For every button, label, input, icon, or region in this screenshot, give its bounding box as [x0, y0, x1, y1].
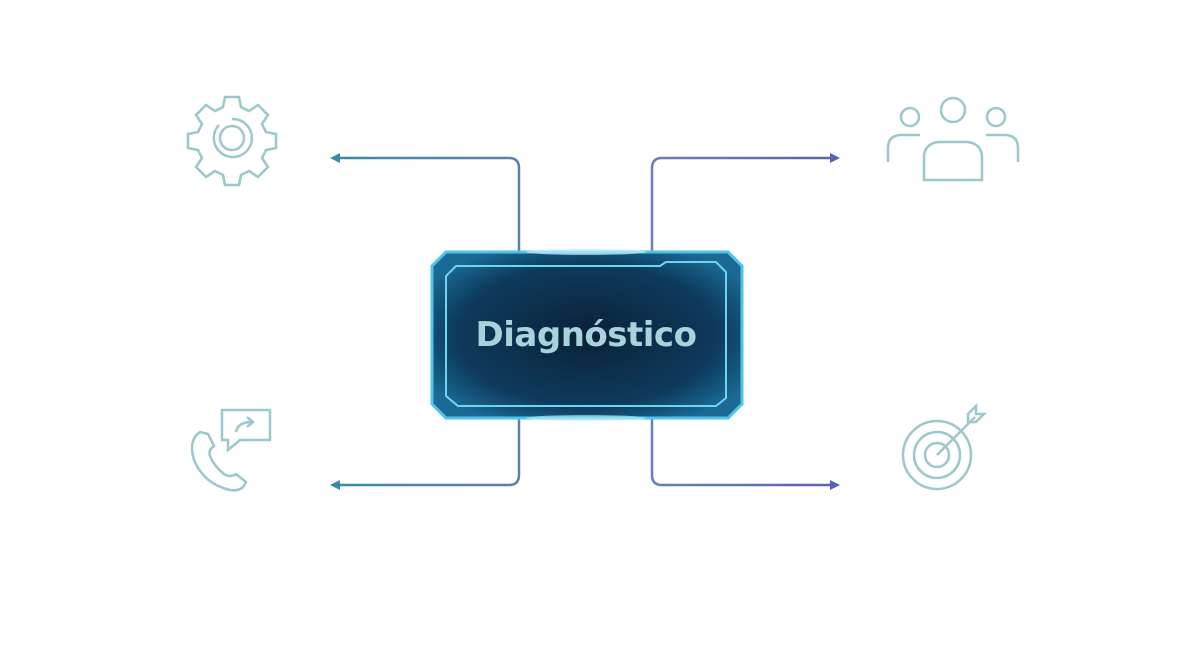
- connector-bottom-left: [330, 418, 521, 490]
- gear-icon: [186, 95, 278, 187]
- center-box: [430, 249, 744, 421]
- connector-bottom-right: [650, 418, 840, 490]
- phone-chat-icon: [190, 408, 272, 492]
- team-icon: [886, 96, 1020, 182]
- connector-top-left: [330, 153, 521, 252]
- connector-top-right: [650, 153, 840, 252]
- center-label: Diagnóstico: [475, 315, 697, 355]
- target-icon: [901, 402, 988, 491]
